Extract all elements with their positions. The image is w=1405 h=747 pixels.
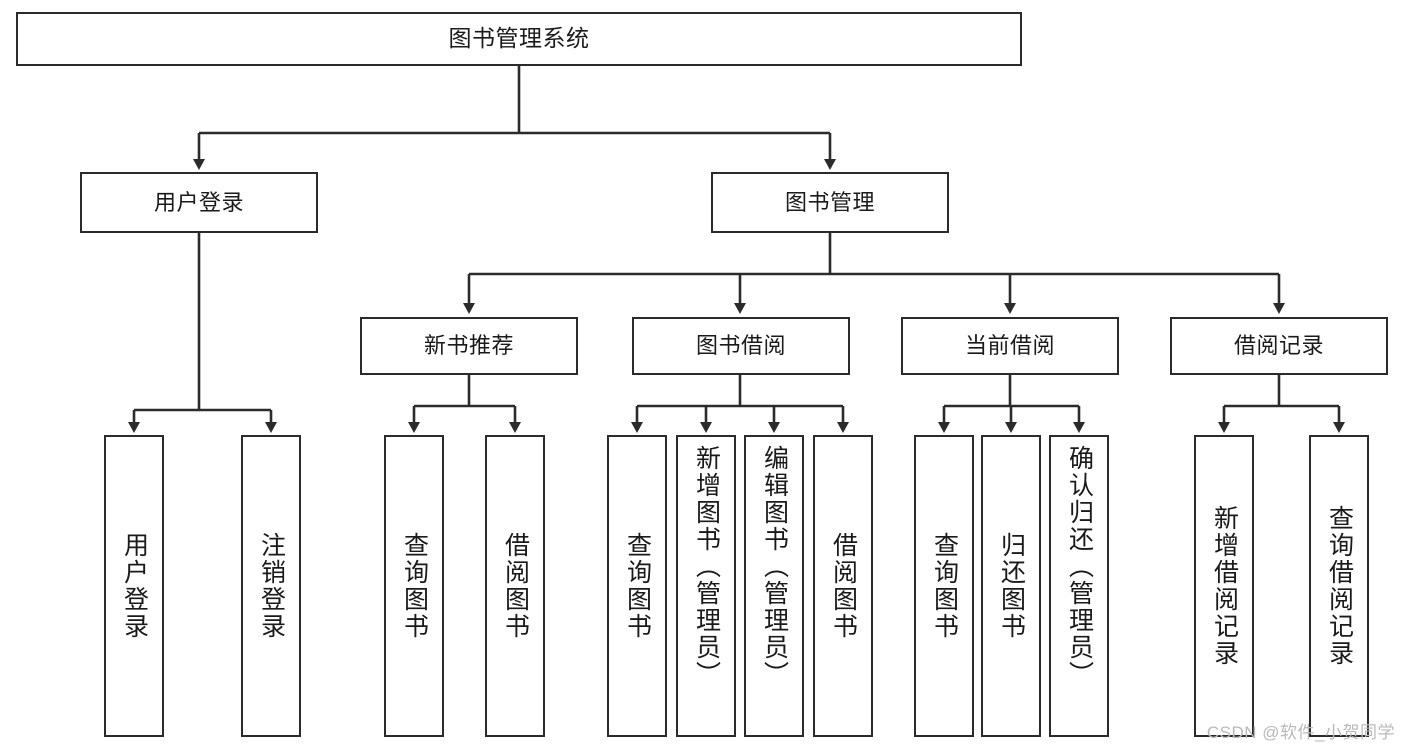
node-label: 查询图书 <box>400 532 429 640</box>
node-label: 当前借阅 <box>964 333 1055 359</box>
node-label: 新书推荐 <box>423 333 514 359</box>
leaf-borrow-query-book[interactable]: 查询图书 <box>607 435 667 737</box>
node-root-book-management-system[interactable]: 图书管理系统 <box>16 12 1022 66</box>
node-label: 注销登录 <box>257 532 286 640</box>
node-borrow-records[interactable]: 借阅记录 <box>1170 317 1388 375</box>
node-label: 查询借阅记录 <box>1325 505 1354 667</box>
leaf-user-logout[interactable]: 注销登录 <box>241 435 301 737</box>
node-label: 新增借阅记录 <box>1210 505 1239 667</box>
node-label: 借阅图书 <box>829 532 858 640</box>
leaf-records-add-record[interactable]: 新增借阅记录 <box>1194 435 1254 737</box>
node-label: 借阅记录 <box>1233 333 1324 359</box>
node-book-management[interactable]: 图书管理 <box>711 172 949 233</box>
node-label: 查询图书 <box>930 532 959 640</box>
leaf-records-query-record[interactable]: 查询借阅记录 <box>1309 435 1369 737</box>
node-label: 归还图书 <box>997 532 1026 640</box>
node-label: 图书借阅 <box>695 333 786 359</box>
node-label: 用户登录 <box>153 189 244 215</box>
leaf-current-confirm-return-admin[interactable]: 确认归还（管理员） <box>1049 435 1109 737</box>
node-label: 用户登录 <box>120 532 149 640</box>
node-label: 确认归还（管理员） <box>1065 445 1094 688</box>
node-new-book-recommend[interactable]: 新书推荐 <box>360 317 578 375</box>
node-label: 编辑图书（管理员） <box>760 445 789 688</box>
node-label: 图书管理 <box>784 189 875 215</box>
watermark-text: CSDN @软件_小贺同学 <box>1206 723 1395 742</box>
node-label: 图书管理系统 <box>448 25 590 52</box>
leaf-recommend-borrow-book[interactable]: 借阅图书 <box>485 435 545 737</box>
node-user-login[interactable]: 用户登录 <box>80 172 318 233</box>
leaf-borrow-edit-book-admin[interactable]: 编辑图书（管理员） <box>744 435 804 737</box>
node-label: 借阅图书 <box>501 532 530 640</box>
leaf-current-return-book[interactable]: 归还图书 <box>981 435 1041 737</box>
leaf-borrow-borrow-book[interactable]: 借阅图书 <box>813 435 873 737</box>
leaf-borrow-add-book-admin[interactable]: 新增图书（管理员） <box>676 435 736 737</box>
node-label: 查询图书 <box>623 532 652 640</box>
node-current-borrow[interactable]: 当前借阅 <box>901 317 1119 375</box>
leaf-current-query-book[interactable]: 查询图书 <box>914 435 974 737</box>
node-book-borrow[interactable]: 图书借阅 <box>632 317 850 375</box>
node-label: 新增图书（管理员） <box>692 445 721 688</box>
leaf-recommend-query-book[interactable]: 查询图书 <box>384 435 444 737</box>
leaf-user-login-action[interactable]: 用户登录 <box>104 435 164 737</box>
